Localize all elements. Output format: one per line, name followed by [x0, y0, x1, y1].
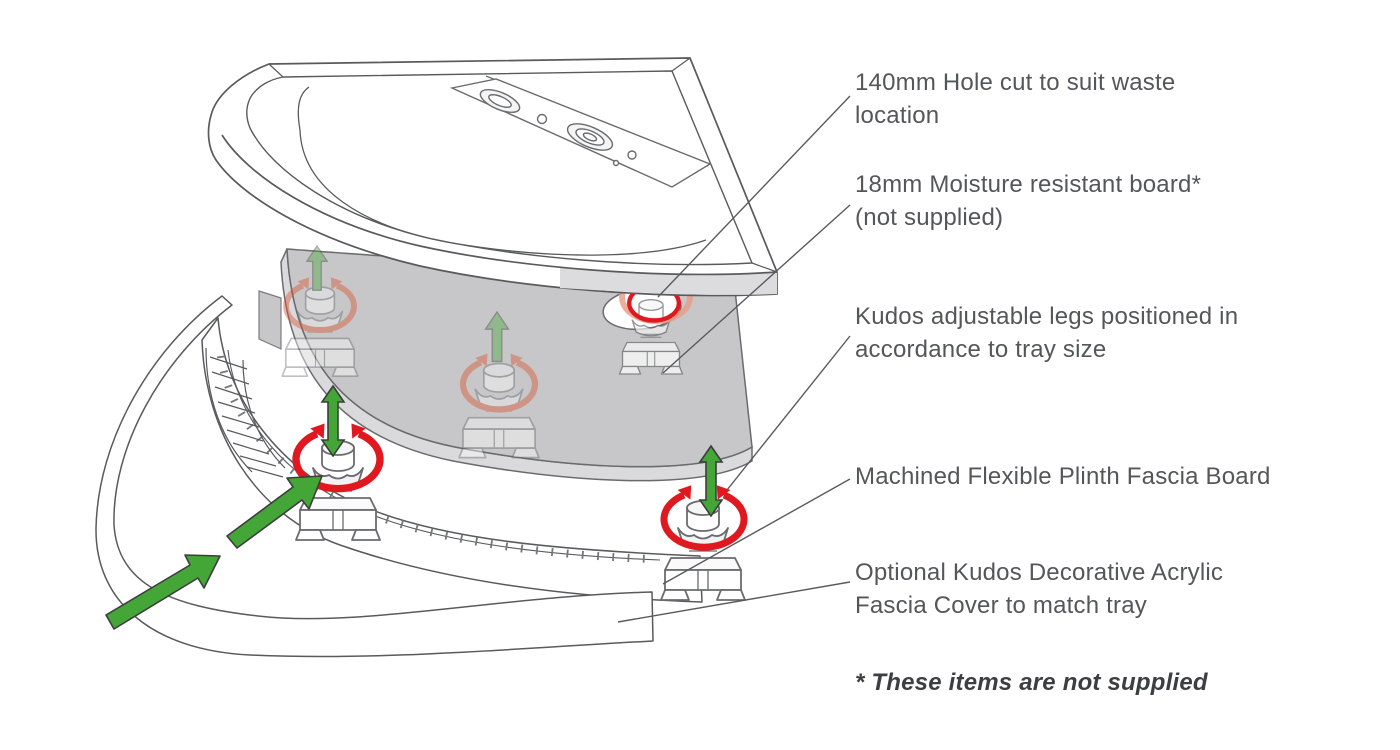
- tray-corner-miters: [268, 57, 778, 273]
- shower-tray: [207, 57, 778, 297]
- label-line: 18mm Moisture resistant board*: [855, 171, 1202, 198]
- waste-opening-right: [566, 123, 614, 151]
- leader-adjustable-legs: [726, 335, 851, 491]
- push-arrow-upper: [226, 475, 323, 549]
- screw-hole: [536, 113, 548, 125]
- leader-fascia-cover: [617, 581, 851, 623]
- fascia-cover: [95, 295, 654, 658]
- push-arrow-lower: [105, 554, 221, 630]
- label-line: Kudos adjustable legs positioned in: [855, 303, 1239, 330]
- leader-plinth-fascia: [662, 478, 851, 585]
- label-line: 140mm Hole cut to suit waste: [855, 69, 1176, 96]
- label-line: Optional Kudos Decorative Acrylic: [855, 559, 1224, 586]
- leader-140mm-hole: [657, 95, 851, 298]
- label-fascia-cover: Optional Kudos Decorative Acrylic Fascia…: [855, 556, 1223, 622]
- label-plinth-fascia: Machined Flexible Plinth Fascia Board: [855, 460, 1271, 493]
- leader-lines: [617, 95, 851, 623]
- tray-inner-rim: [246, 70, 753, 266]
- label-line: accordance to tray size: [855, 336, 1107, 363]
- plinth-slat-edge-left: [205, 347, 253, 473]
- tray-front-rim-line: [221, 134, 778, 276]
- label-adjustable-legs: Kudos adjustable legs positioned in acco…: [855, 300, 1238, 366]
- label-line: (not supplied): [855, 204, 1004, 231]
- screw-hole: [612, 159, 620, 167]
- waste-opening-left: [479, 88, 521, 114]
- screw-hole: [627, 150, 637, 160]
- push-arrows: [105, 475, 323, 630]
- board-edge-sliver: [258, 290, 282, 350]
- tray-rim-shade: [560, 267, 777, 295]
- label-140mm-hole: 140mm Hole cut to suit waste location: [855, 66, 1175, 132]
- waste-plate: [449, 78, 712, 188]
- tray-floor-curve: [299, 129, 707, 256]
- label-moisture-board: 18mm Moisture resistant board* (not supp…: [855, 168, 1201, 234]
- label-line: location: [855, 102, 940, 129]
- tray-floor-curve-left: [297, 86, 310, 131]
- tray-body: [207, 57, 778, 297]
- label-line: Fascia Cover to match tray: [855, 592, 1147, 619]
- footnote-not-supplied: * These items are not supplied: [855, 669, 1208, 696]
- plinth-slat-rungs: [209, 356, 284, 478]
- fascia-cover-band: [95, 295, 654, 658]
- label-line: Machined Flexible Plinth Fascia Board: [855, 463, 1271, 490]
- leader-moisture-board: [662, 204, 851, 374]
- plinth-slat-edge-right: [242, 359, 286, 469]
